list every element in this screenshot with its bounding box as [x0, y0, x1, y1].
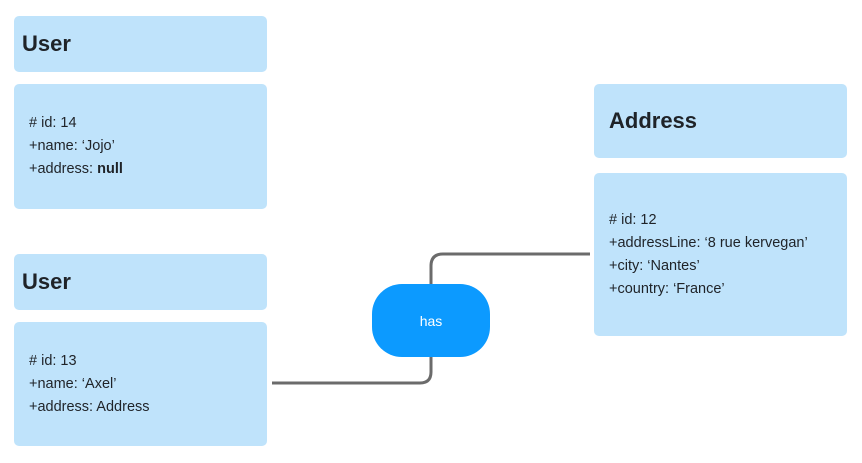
user-entity-1-attributes: # id: 14 +name: ‘Jojo’ +address: null: [14, 84, 267, 209]
connector-line-has-to-address: [429, 252, 590, 284]
address-line: +addressLine: ‘8 rue kervegan’: [609, 234, 808, 251]
relation-has-label: has: [419, 312, 443, 329]
user-2-name: +name: ‘Axel’: [29, 375, 117, 392]
user-1-address-value: null: [97, 161, 123, 177]
address-country: +country: ‘France’: [609, 280, 725, 297]
address-entity-attributes: # id: 12 +addressLine: ‘8 rue kervegan’ …: [594, 173, 847, 336]
user-1-address-label: +address:: [29, 161, 98, 177]
user-entity-2-header: User: [14, 254, 267, 310]
user-entity-2-attributes: # id: 13 +name: ‘Axel’ +address: Address: [14, 322, 267, 446]
user-entity-2-title: User: [22, 269, 71, 294]
user-1-address: +address: null: [29, 158, 267, 181]
user-1-id: # id: 14: [29, 115, 77, 131]
user-entity-1-title: User: [22, 31, 71, 56]
address-entity-title: Address: [609, 108, 698, 133]
connector-line-user-to-has: [272, 357, 433, 385]
user-1-name: +name: ‘Jojo’: [29, 138, 115, 154]
relation-has-node: has: [372, 284, 490, 357]
user-2-id: # id: 13: [29, 352, 77, 369]
address-entity-header: Address: [594, 84, 847, 158]
address-id: # id: 12: [609, 211, 657, 228]
user-entity-1-header: User: [14, 16, 267, 72]
user-2-address: +address: Address: [29, 398, 150, 415]
address-city: +city: ‘Nantes’: [609, 257, 700, 274]
